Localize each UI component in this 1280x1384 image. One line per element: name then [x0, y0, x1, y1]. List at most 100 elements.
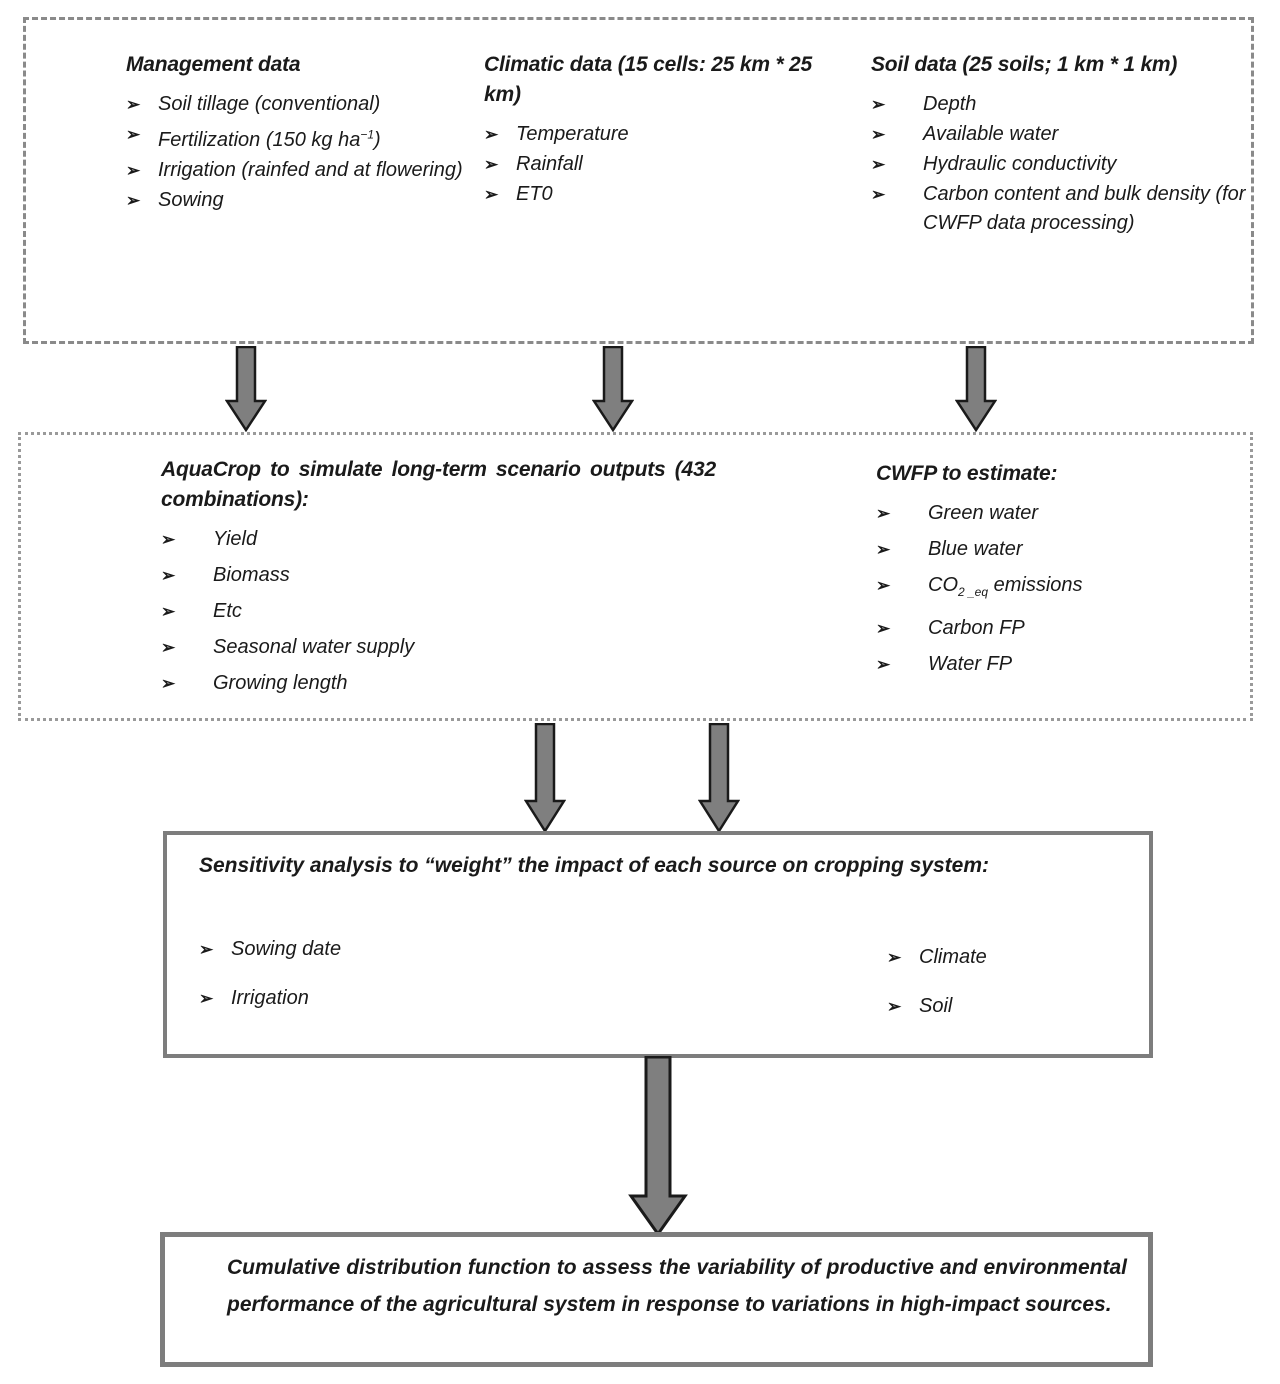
management-data-list: ➢ Soil tillage (conventional) ➢ Fertilizat…	[126, 90, 476, 215]
list-item: ➢ Sowing date	[199, 935, 579, 964]
bullet-arrow-icon: ➢	[126, 95, 141, 114]
list-item: ➢Yield	[161, 525, 716, 554]
arrow-aquacrop-to-sensitivity	[524, 723, 566, 833]
aquacrop-heading: AquaCrop to simulate long-term scenario …	[161, 458, 716, 511]
list-item: ➢ Growing length	[161, 669, 716, 698]
list-item: ➢ Hydraulic conductivity	[871, 150, 1261, 179]
bullet-arrow-icon: ➢	[887, 997, 902, 1016]
bullet-arrow-icon: ➢	[871, 95, 886, 114]
conclusion-text: Cumulative distribution function to asse…	[227, 1256, 1127, 1316]
bullet-arrow-icon: ➢	[161, 638, 176, 657]
list-item-label: Etc	[213, 600, 242, 622]
soil-data-list: ➢ Depth ➢ Available water ➢ Hydraulic cond…	[871, 90, 1261, 238]
list-item-label: Carbon content and bulk density (for CWF…	[923, 183, 1246, 234]
sensitivity-right-list: ➢ Climate ➢ Soil	[887, 943, 1187, 1021]
list-item-label: Soil	[919, 995, 953, 1017]
list-item: ➢ Blue water	[876, 535, 1266, 564]
list-item: ➢ Available water	[871, 120, 1261, 149]
arrow-soil-to-cwfp	[955, 346, 997, 432]
list-item-label: Soil tillage (conventional)	[158, 93, 381, 115]
bullet-arrow-icon: ➢	[887, 948, 902, 967]
bullet-arrow-icon: ➢	[876, 576, 891, 595]
arrow-climatic-to-aquacrop	[592, 346, 634, 432]
list-item-label: Irrigation (rainfed and at flowering)	[158, 158, 463, 181]
list-item: ➢ Fertilization (150 kg ha−1)	[126, 120, 476, 155]
bullet-arrow-icon: ➢	[161, 602, 176, 621]
sensitivity-left-list: ➢ Sowing date ➢Irrigation	[199, 935, 579, 1013]
list-item-label: Sowing	[158, 188, 224, 211]
soil-data-column: Soil data (25 soils; 1 km * 1 km) ➢ Dept…	[871, 50, 1261, 239]
bullet-arrow-icon: ➢	[161, 530, 176, 549]
list-item-label: Available water	[923, 123, 1059, 145]
list-item: ➢ ET0	[484, 180, 814, 209]
list-item: ➢ CO2 _eq emissions	[876, 571, 1266, 607]
list-item: ➢ Carbon content and bulk density (for CW…	[871, 180, 1261, 238]
bullet-arrow-icon: ➢	[871, 185, 886, 204]
list-item-label: Seasonal water supply	[213, 636, 415, 658]
bullet-arrow-icon: ➢	[876, 619, 891, 638]
bullet-arrow-icon: ➢	[161, 566, 176, 585]
list-item-label: Climate	[919, 946, 987, 968]
list-item-label: Hydraulic conductivity	[923, 153, 1117, 175]
list-item: ➢ Etc	[161, 597, 716, 626]
bullet-arrow-icon: ➢	[126, 125, 141, 144]
list-item: ➢ Soil	[887, 992, 1187, 1021]
models-box: AquaCrop to simulate long-term scenario …	[18, 432, 1253, 721]
list-item-label: CO2 _eq emissions	[928, 574, 1083, 599]
cwfp-heading: CWFP to estimate:	[876, 462, 1058, 485]
list-item-label: Water FP	[928, 653, 1013, 675]
list-item: ➢ Biomass	[161, 561, 716, 590]
list-item-label: ET0	[516, 183, 553, 205]
list-item-label: Biomass	[213, 564, 290, 586]
climatic-data-heading: Climatic data (15 cells: 25 km * 25 km)	[484, 53, 813, 106]
list-item-label: Carbon FP	[928, 617, 1025, 639]
list-item-label: Fertilization (150 kg ha−1)	[158, 127, 381, 151]
cwfp-column: CWFP to estimate: ➢ Green water ➢ Blue wat…	[876, 459, 1266, 686]
list-item: ➢ Seasonal water supply	[161, 633, 716, 662]
list-item-label: Temperature	[516, 123, 629, 145]
cwfp-output-list: ➢ Green water ➢ Blue water ➢ CO2 _eq emissi…	[876, 499, 1266, 679]
list-item: ➢ Carbon FP	[876, 614, 1266, 643]
list-item: ➢ Temperature	[484, 120, 814, 149]
bullet-arrow-icon: ➢	[871, 125, 886, 144]
input-data-box: Management data ➢ Soil tillage (conventio…	[23, 17, 1254, 344]
list-item-label: Growing length	[213, 672, 348, 694]
list-item: ➢ Soil tillage (conventional)	[126, 90, 476, 119]
aquacrop-output-list: ➢Yield ➢ Biomass ➢ Etc ➢ Seasonal water sup…	[161, 525, 716, 698]
bullet-arrow-icon: ➢	[484, 185, 499, 204]
list-item: ➢ Depth	[871, 90, 1261, 119]
management-data-heading: Management data	[126, 53, 301, 76]
list-item: ➢Rainfall	[484, 150, 814, 179]
arrow-cwfp-to-sensitivity	[698, 723, 740, 833]
bullet-arrow-icon: ➢	[876, 540, 891, 559]
bullet-arrow-icon: ➢	[199, 940, 214, 959]
bullet-arrow-icon: ➢	[876, 504, 891, 523]
list-item-label: Green water	[928, 502, 1039, 524]
arrow-management-to-aquacrop	[225, 346, 267, 432]
list-item: ➢ Irrigation (rainfed and at flowering)	[126, 156, 476, 185]
list-item: ➢ Water FP	[876, 650, 1266, 679]
climatic-data-column: Climatic data (15 cells: 25 km * 25 km) …	[484, 50, 814, 210]
list-item: ➢ Climate	[887, 943, 1187, 972]
list-item-label: Depth	[923, 93, 977, 115]
list-item-label: Blue water	[928, 538, 1023, 560]
sensitivity-right-column: ➢ Climate ➢ Soil	[887, 943, 1187, 1041]
sensitivity-analysis-box: Sensitivity analysis to “weight” the imp…	[163, 831, 1153, 1058]
bullet-arrow-icon: ➢	[126, 160, 141, 180]
list-item-label: Sowing date	[231, 938, 342, 960]
bullet-arrow-icon: ➢	[484, 125, 499, 144]
arrow-sensitivity-to-conclusion	[628, 1056, 688, 1236]
management-data-column: Management data ➢ Soil tillage (conventio…	[126, 50, 476, 216]
list-item: ➢ Green water	[876, 499, 1266, 528]
soil-data-heading: Soil data (25 soils; 1 km * 1 km)	[871, 53, 1178, 76]
list-item-label: Irrigation	[231, 987, 309, 1009]
list-item: ➢Sowing	[126, 186, 476, 215]
climatic-data-list: ➢ Temperature ➢Rainfall ➢ ET0	[484, 120, 814, 209]
sensitivity-heading: Sensitivity analysis to “weight” the imp…	[199, 854, 990, 877]
bullet-arrow-icon: ➢	[161, 674, 176, 693]
list-item: ➢Irrigation	[199, 984, 579, 1013]
bullet-arrow-icon: ➢	[484, 155, 499, 174]
bullet-arrow-icon: ➢	[871, 155, 886, 174]
bullet-arrow-icon: ➢	[876, 655, 891, 674]
